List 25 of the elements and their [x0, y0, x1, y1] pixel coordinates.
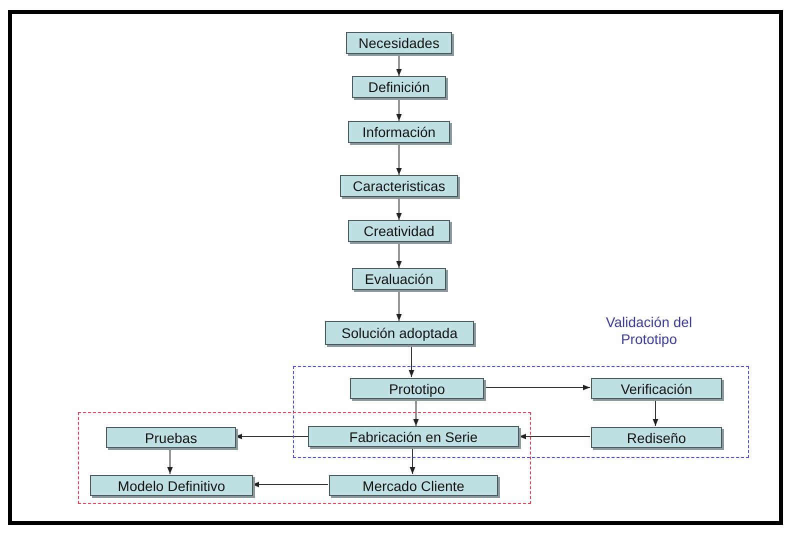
process-box: Información [348, 121, 450, 143]
arrow [408, 344, 414, 378]
arrow [396, 54, 402, 76]
process-box: Fabricación en Serie [308, 426, 519, 447]
arrow [396, 290, 402, 322]
dashed-group-frame [78, 412, 531, 504]
group-heading: Validación del Prototipo [604, 314, 694, 348]
process-box: Mercado Cliente [329, 475, 498, 496]
arrow [410, 446, 416, 474]
arrow [396, 142, 402, 176]
arrow [518, 434, 590, 440]
process-box: Necesidades [346, 32, 452, 54]
process-box: Solución adoptada [325, 321, 474, 345]
process-box: Creatividad [348, 220, 450, 242]
process-box: Definición [352, 76, 446, 98]
process-box: Rediseño [591, 427, 722, 448]
arrow [396, 242, 402, 268]
process-box: Pruebas [106, 427, 236, 448]
process-box: Verificación [591, 378, 722, 399]
arrow [396, 196, 402, 220]
process-box: Caracteristicas [340, 175, 458, 197]
process-box: Modelo Definitivo [90, 475, 253, 496]
process-box: Prototipo [350, 378, 484, 399]
arrow [396, 98, 402, 122]
process-box: Evaluación [352, 268, 446, 290]
